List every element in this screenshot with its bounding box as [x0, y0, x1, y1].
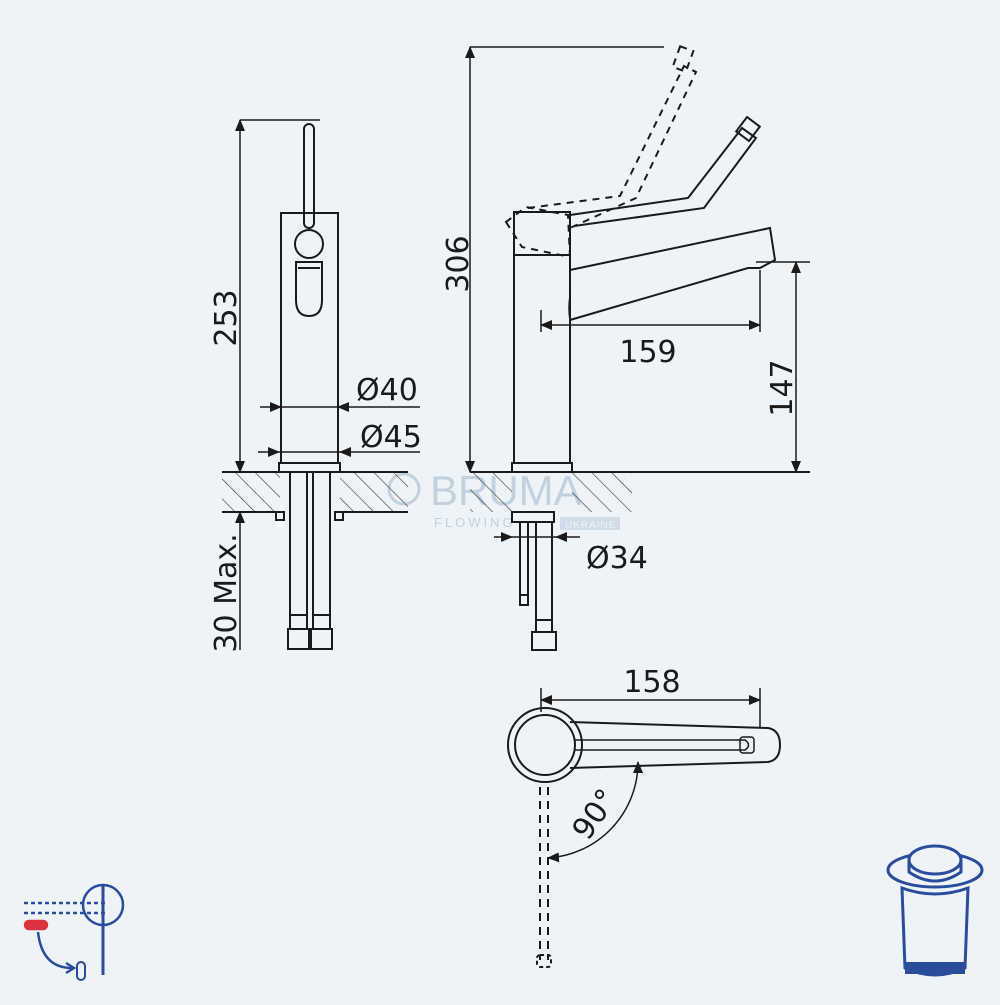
- top-body-inner: [514, 714, 576, 776]
- watermark-tagline: FLOWING: [434, 515, 516, 530]
- side-view: [465, 44, 810, 651]
- side-base-ring: [511, 462, 573, 473]
- front-lever: [303, 123, 315, 229]
- label-height-253: 253: [209, 289, 244, 346]
- side-lever-alternate: [504, 44, 698, 259]
- front-shank: [275, 472, 344, 650]
- side-handle-block: [513, 211, 571, 256]
- front-view: [222, 119, 420, 650]
- label-angle-90: 90°: [566, 783, 625, 847]
- front-base-ring: [278, 462, 341, 473]
- side-shank: [511, 511, 557, 651]
- front-body: [280, 212, 339, 464]
- top-lever: [575, 739, 750, 751]
- click-clack-waste-icon: [886, 844, 984, 977]
- top-spout: [569, 721, 782, 769]
- label-spout-height-147: 147: [765, 359, 800, 416]
- lever-mixer-temperature-icon: [23, 883, 125, 981]
- label-height-306: 306: [441, 235, 476, 292]
- label-diameter-40: Ø40: [356, 373, 418, 408]
- label-diameter-45: Ø45: [360, 420, 422, 455]
- front-spout: [295, 261, 323, 318]
- side-body: [513, 254, 571, 464]
- top-view: [507, 688, 782, 968]
- label-length-158: 158: [623, 665, 680, 700]
- watermark-region: UKRAINE: [565, 520, 616, 531]
- side-countertop: [470, 471, 810, 512]
- angle-arc-90: [547, 761, 644, 863]
- front-lever-hub: [294, 229, 324, 259]
- label-reach-159: 159: [619, 335, 676, 370]
- top-body-outer: [507, 707, 583, 783]
- front-countertop: [222, 471, 408, 513]
- label-diameter-34: Ø34: [586, 541, 648, 576]
- side-spout: [569, 226, 777, 322]
- label-max-thickness: 30 Max.: [209, 533, 244, 652]
- side-lever: [569, 126, 758, 227]
